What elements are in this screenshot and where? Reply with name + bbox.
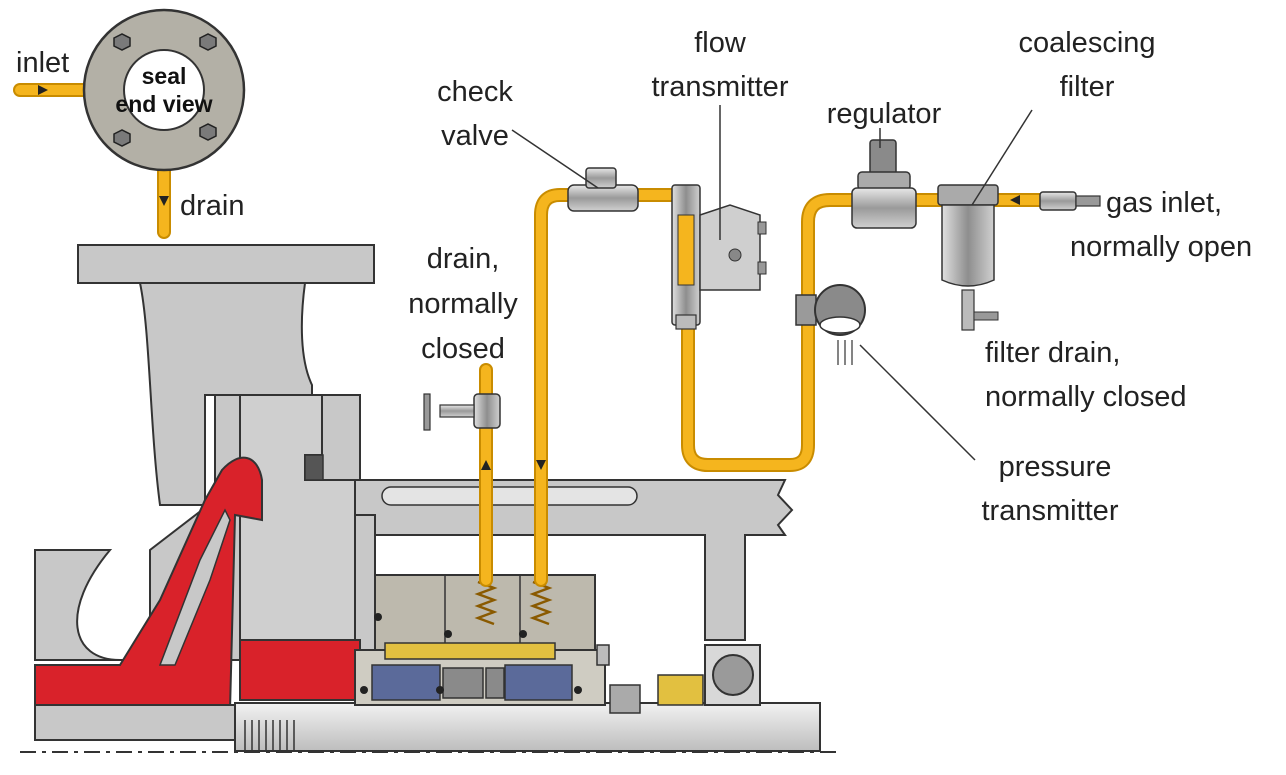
label-flow-transmitter-2: transmitter xyxy=(652,71,789,103)
flow-arrows xyxy=(38,85,1020,470)
seal-ring-inboard xyxy=(442,667,484,699)
leader-coalescing-filter xyxy=(971,109,1033,206)
pressure-gauge-icon[interactable] xyxy=(795,284,866,365)
check-valve-icon[interactable] xyxy=(567,167,639,212)
label-filter-drain-1: filter drain, xyxy=(985,337,1120,369)
leader-check-valve xyxy=(511,129,599,189)
bracket-arm xyxy=(354,479,794,641)
cartridge-seal xyxy=(354,574,641,714)
label-inlet: inlet xyxy=(16,47,69,79)
arrow-drain xyxy=(159,196,169,206)
label-gas-inlet-1: gas inlet, xyxy=(1106,187,1222,219)
gas-inlet-valve-icon[interactable] xyxy=(1039,191,1101,211)
label-filter-drain-2: normally closed xyxy=(985,381,1186,413)
leader-pressure-transmitter xyxy=(859,344,976,461)
label-pressure-transmitter-2: transmitter xyxy=(982,495,1119,527)
bearing-isolator xyxy=(657,644,761,706)
seal-face-inboard xyxy=(371,664,441,701)
seal-gland-plate xyxy=(384,642,556,660)
pressure-regulator-icon[interactable] xyxy=(851,139,917,229)
arrow-riser-up xyxy=(481,460,491,470)
seal-face-outboard xyxy=(504,664,573,701)
needle-valve-icon[interactable] xyxy=(423,393,501,431)
label-pressure-transmitter-1: pressure xyxy=(999,451,1112,483)
shaft xyxy=(20,702,840,753)
shaft-body xyxy=(234,702,821,752)
seal-ring-outboard xyxy=(485,667,505,699)
bearing-ball xyxy=(712,654,754,696)
label-seal-end-view-2: end view xyxy=(115,91,212,117)
label-drain: drain xyxy=(180,190,245,222)
bracket-slot xyxy=(381,486,638,506)
label-flow-transmitter-1: flow xyxy=(694,27,747,59)
cover-step xyxy=(304,454,324,481)
seal-set-screw xyxy=(596,644,610,666)
label-check-valve-2: valve xyxy=(441,120,509,152)
seal-port-threads xyxy=(474,580,553,626)
seal-end-view xyxy=(82,8,246,172)
arrow-supply-down xyxy=(536,460,546,470)
o-rings xyxy=(360,613,582,694)
label-coalescing-filter-2: filter xyxy=(1060,71,1115,103)
impeller-hub xyxy=(239,639,361,701)
discharge-flange xyxy=(77,244,375,284)
seal-bore xyxy=(123,49,205,131)
label-drain-nc-1: drain, xyxy=(427,243,500,275)
arrow-inlet xyxy=(38,85,48,95)
impeller xyxy=(34,456,263,711)
label-regulator: regulator xyxy=(827,98,942,130)
bearing-bracket xyxy=(354,479,794,641)
shaft-threads xyxy=(244,720,295,750)
label-coalescing-filter-1: coalescing xyxy=(1018,27,1155,59)
leader-lines xyxy=(511,105,1033,461)
flange-bolts xyxy=(113,33,217,147)
label-seal-end-view-1: seal xyxy=(142,63,187,89)
pump-casing xyxy=(34,244,376,741)
drive-collar xyxy=(609,684,641,714)
label-gas-inlet-2: normally open xyxy=(1070,231,1252,263)
label-drain-nc-3: closed xyxy=(421,333,505,365)
label-check-valve-1: check xyxy=(437,76,513,108)
label-drain-nc-2: normally xyxy=(408,288,518,320)
labyrinth-seal xyxy=(657,674,704,706)
filter-bowl-icon[interactable] xyxy=(937,184,999,331)
impeller-vane xyxy=(158,508,231,666)
arrow-gas-inlet xyxy=(1010,195,1020,205)
flow-meter-icon[interactable] xyxy=(671,184,767,330)
